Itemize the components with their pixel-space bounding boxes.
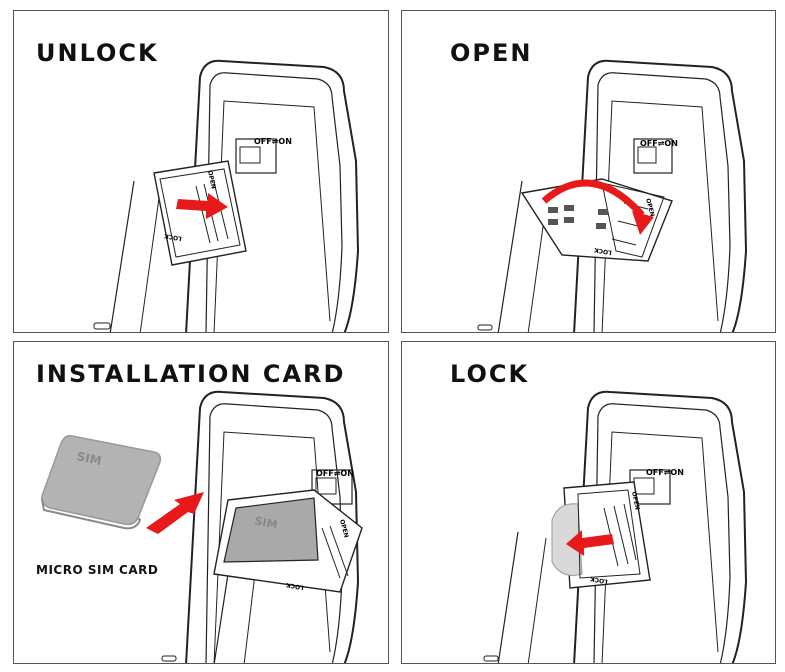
inserted-sim-card: [223, 497, 319, 563]
device-illustration: OFF⇌ON OPEN LOCK: [477, 59, 748, 332]
tray-open-label: OPEN: [338, 519, 350, 539]
switch-label: OFF⇌ON: [640, 139, 678, 148]
device-illustration: OFF⇌ON OPEN LOCK: [483, 390, 748, 663]
tray-open-label: OPEN: [206, 170, 217, 190]
open-flip-arrow-icon: [541, 179, 645, 218]
sim-card-edge: [551, 503, 583, 576]
panel-lock: LOCK OFF⇌ON OPEN LOCK: [401, 341, 776, 664]
micro-sim-card: [40, 434, 162, 526]
micro-sim-caption: MICRO SIM CARD: [36, 563, 159, 577]
panel-installation-card: INSTALLATION CARD OFF⇌ON SIM OPEN LOCK S…: [13, 341, 389, 664]
tray-lock-label: LOCK: [285, 581, 304, 591]
tray-lock-label: LOCK: [589, 575, 608, 585]
switch-label: OFF⇌ON: [646, 468, 684, 477]
tray-open-label: OPEN: [630, 491, 641, 511]
panel-open: OPEN OFF⇌ON OPEN LOCK: [401, 10, 776, 333]
tray-lock-label: LOCK: [163, 232, 182, 242]
tray-open-label: OPEN: [644, 198, 656, 218]
device-illustration: OFF⇌ON SIM OPEN LOCK SIM: [40, 390, 363, 663]
sim-label: SIM: [75, 449, 102, 468]
switch-label: OFF⇌ON: [254, 137, 292, 146]
unlock-arrow-icon: [176, 193, 228, 219]
lock-arrow-icon: [566, 530, 614, 556]
tray-lock-label: LOCK: [593, 246, 612, 256]
device-illustration: OFF⇌ON OPEN LOCK: [93, 59, 360, 332]
step-title: INSTALLATION CARD: [36, 360, 346, 388]
switch-label: OFF⇌ON: [316, 469, 354, 478]
panel-unlock: UNLOCK OFF⇌ON OPEN LOCK: [13, 10, 389, 333]
step-title: UNLOCK: [36, 39, 159, 67]
sim-label: SIM: [253, 514, 278, 531]
open-arrowhead-icon: [632, 211, 654, 235]
step-title: OPEN: [450, 39, 533, 67]
step-title: LOCK: [450, 360, 530, 388]
insert-arrow-icon: [146, 492, 204, 534]
